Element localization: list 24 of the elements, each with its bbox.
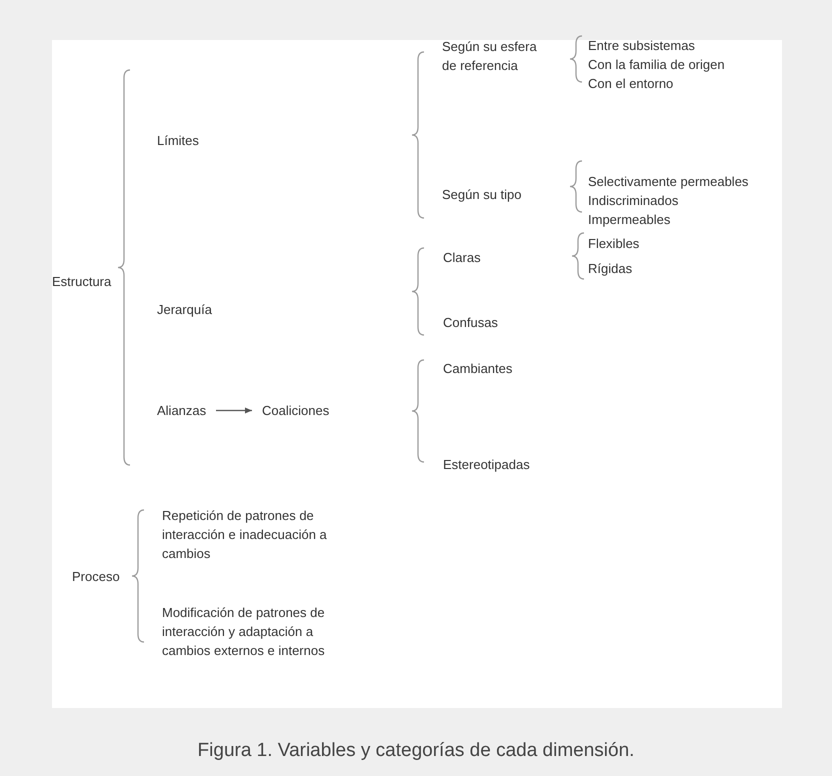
category-label: Con la familia de origen bbox=[588, 56, 725, 74]
figure-caption: Figura 1. Variables y categorías de cada dimensión. bbox=[196, 740, 636, 762]
category-label: Repetición de patrones de interacción e inadecuación a cambios bbox=[162, 506, 328, 562]
category-label: Modificación de patrones de interacción y adaptación a cambios externos e internos bbox=[162, 604, 326, 660]
category-label: Proceso bbox=[72, 568, 120, 586]
category-label: Indiscriminados bbox=[588, 192, 678, 210]
category-label: Según su tipo bbox=[442, 186, 522, 204]
category-label: Rígidas bbox=[588, 260, 632, 278]
category-label: Estructura bbox=[52, 272, 112, 290]
category-label: Estereotipadas bbox=[443, 456, 530, 474]
category-label: Según su esfera de referencia bbox=[442, 38, 538, 75]
category-label: Impermeables bbox=[588, 210, 670, 228]
category-label: Flexibles bbox=[588, 234, 640, 252]
category-label: Confusas bbox=[443, 314, 498, 332]
category-label: Cambiantes bbox=[443, 360, 512, 378]
category-label: Claras bbox=[443, 248, 481, 266]
category-label: Alianzas bbox=[157, 400, 206, 420]
category-label: Entre subsistemas bbox=[588, 36, 695, 54]
category-label: Coaliciones bbox=[262, 400, 330, 420]
category-label: Con el entorno bbox=[588, 74, 674, 92]
category-label: Jerarquía bbox=[157, 300, 212, 318]
category-label: Límites bbox=[157, 132, 199, 150]
arrow bbox=[216, 408, 252, 414]
category-label: Selectivamente permeables bbox=[588, 172, 748, 190]
